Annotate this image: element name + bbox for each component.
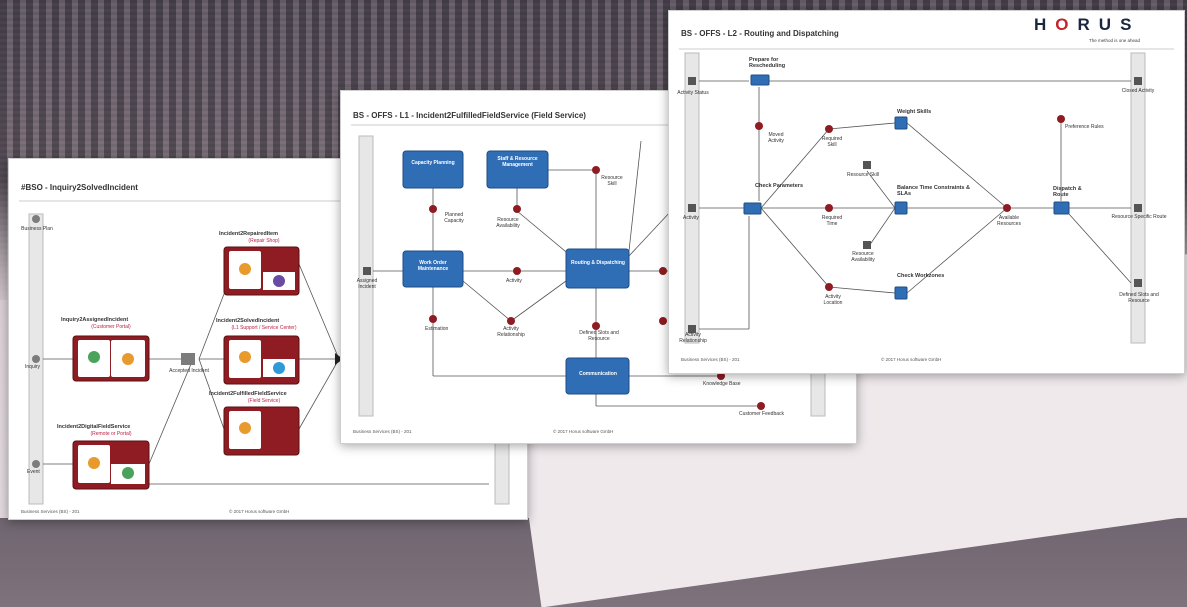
label-available-resources: Available Resources: [997, 215, 1021, 227]
box-balance-time: Balance Time Constraints & SLAs: [897, 185, 970, 198]
mid-label-accepted: Accepted Incident: [169, 368, 209, 374]
node-title-solved: Incident2SolvedIncident: [216, 318, 280, 324]
label-resource-route: Resource Specific Route: [1111, 214, 1167, 220]
horus-tagline: The method is one ahead: [1089, 38, 1141, 43]
box-work-order: Work Order Maintenance: [417, 260, 449, 272]
label-preference-rules: Preference Rules: [1065, 124, 1104, 130]
label-activity-status: Activity Status: [677, 90, 709, 96]
label-knowledge-base: Knowledge Base: [703, 381, 741, 387]
label-required-time: Required Time: [821, 215, 843, 227]
label-estimation: Estimation: [425, 326, 449, 332]
node-sub-digital: (Remote or Portal): [90, 431, 132, 437]
label-planned-capacity: Planned Capacity: [444, 212, 464, 224]
label-defined-slots: Defined Slots and Resource: [579, 330, 619, 342]
node-sub-solved: (L1 Support / Service Center): [231, 325, 297, 331]
label-assigned-incident: Assigned Incident: [356, 278, 378, 290]
input-label-business-plan: Business Plan: [21, 226, 53, 232]
box-communication: Communication: [579, 371, 617, 377]
node-sub-inquiry2assigned: (Customer Portal): [91, 324, 131, 330]
middle-sheet-title: BS - OFFS - L1 - Incident2FulfilledField…: [353, 111, 586, 120]
label-resource-skill: Resource Skill: [847, 172, 879, 178]
box-staff-resource: Staff & Resource Management: [497, 156, 538, 168]
box-check-parameters: Check Parameters: [755, 183, 804, 189]
node-sub-repaired: (Repair Shop): [248, 238, 280, 244]
label-activity-relationship: Activity Relationship: [679, 332, 707, 344]
label-activity: Activity: [506, 278, 522, 284]
label-closed-activity: Closed Activity: [1121, 88, 1155, 94]
middle-footer-right: © 2017 Horus software GmbH: [553, 429, 614, 434]
label-customer-feedback: Customer Feedback: [739, 411, 785, 417]
label-resource-availability: Resource Availability: [851, 251, 875, 263]
node-title-repaired: Incident2RepairedItem: [219, 231, 278, 237]
label-moved-activity: Moved Activity: [768, 132, 784, 144]
box-check-workzones: Check Workzones: [897, 273, 945, 279]
box-dispatch-route: Dispatch & Route: [1053, 186, 1082, 199]
label-activity-relationship: Activity Relationship: [497, 326, 525, 338]
right-sheet-title: BS - OFFS - L2 - Routing and Dispatching: [681, 29, 839, 38]
node-title-digital: Incident2DigitalFieldService: [57, 424, 131, 430]
box-routing-dispatching: Routing & Dispatching: [571, 260, 625, 266]
label-defined-slots: Defined Slots and Resource: [1119, 292, 1159, 304]
input-label-event: Event: [27, 469, 40, 475]
box-prepare-rescheduling: Prepare for Rescheduling: [749, 57, 786, 70]
right-diagram-svg: [679, 48, 1174, 344]
label-activity-location: Activity Location: [823, 294, 843, 306]
left-footer-right: © 2017 Horus software GmbH: [229, 509, 290, 514]
label-resource-availability: Resource Availability: [496, 217, 520, 229]
node-title-fulfilled: Incident2FulfilledFieldService: [209, 391, 287, 397]
input-label-inquiry: Inquiry: [25, 364, 41, 370]
left-footer-left: Business Services (BS) - 201: [21, 509, 80, 514]
left-sheet-title: #BSO - Inquiry2SolvedIncident: [21, 183, 138, 192]
label-resource-skill: Resource Skill: [601, 175, 623, 187]
label-required-skill: Required Skill: [821, 136, 843, 148]
node-sub-fulfilled: (Field Service): [247, 398, 281, 404]
box-capacity-planning: Capacity Planning: [411, 160, 455, 166]
label-activity: Activity: [683, 215, 699, 221]
right-footer-left: Business Services (BS) - 201: [681, 357, 740, 362]
box-weight-skills: Weight Skills: [897, 109, 932, 115]
node-title-inquiry2assigned: Inquiry2AssignedIncident: [61, 317, 129, 323]
horus-logo: HORUS: [1034, 15, 1141, 34]
diagram-sheet-right: BS - OFFS - L2 - Routing and Dispatching…: [668, 10, 1185, 374]
middle-footer-left: Business Services (BS) - 201: [353, 429, 412, 434]
right-footer-right: © 2017 Horus software GmbH: [881, 357, 942, 362]
